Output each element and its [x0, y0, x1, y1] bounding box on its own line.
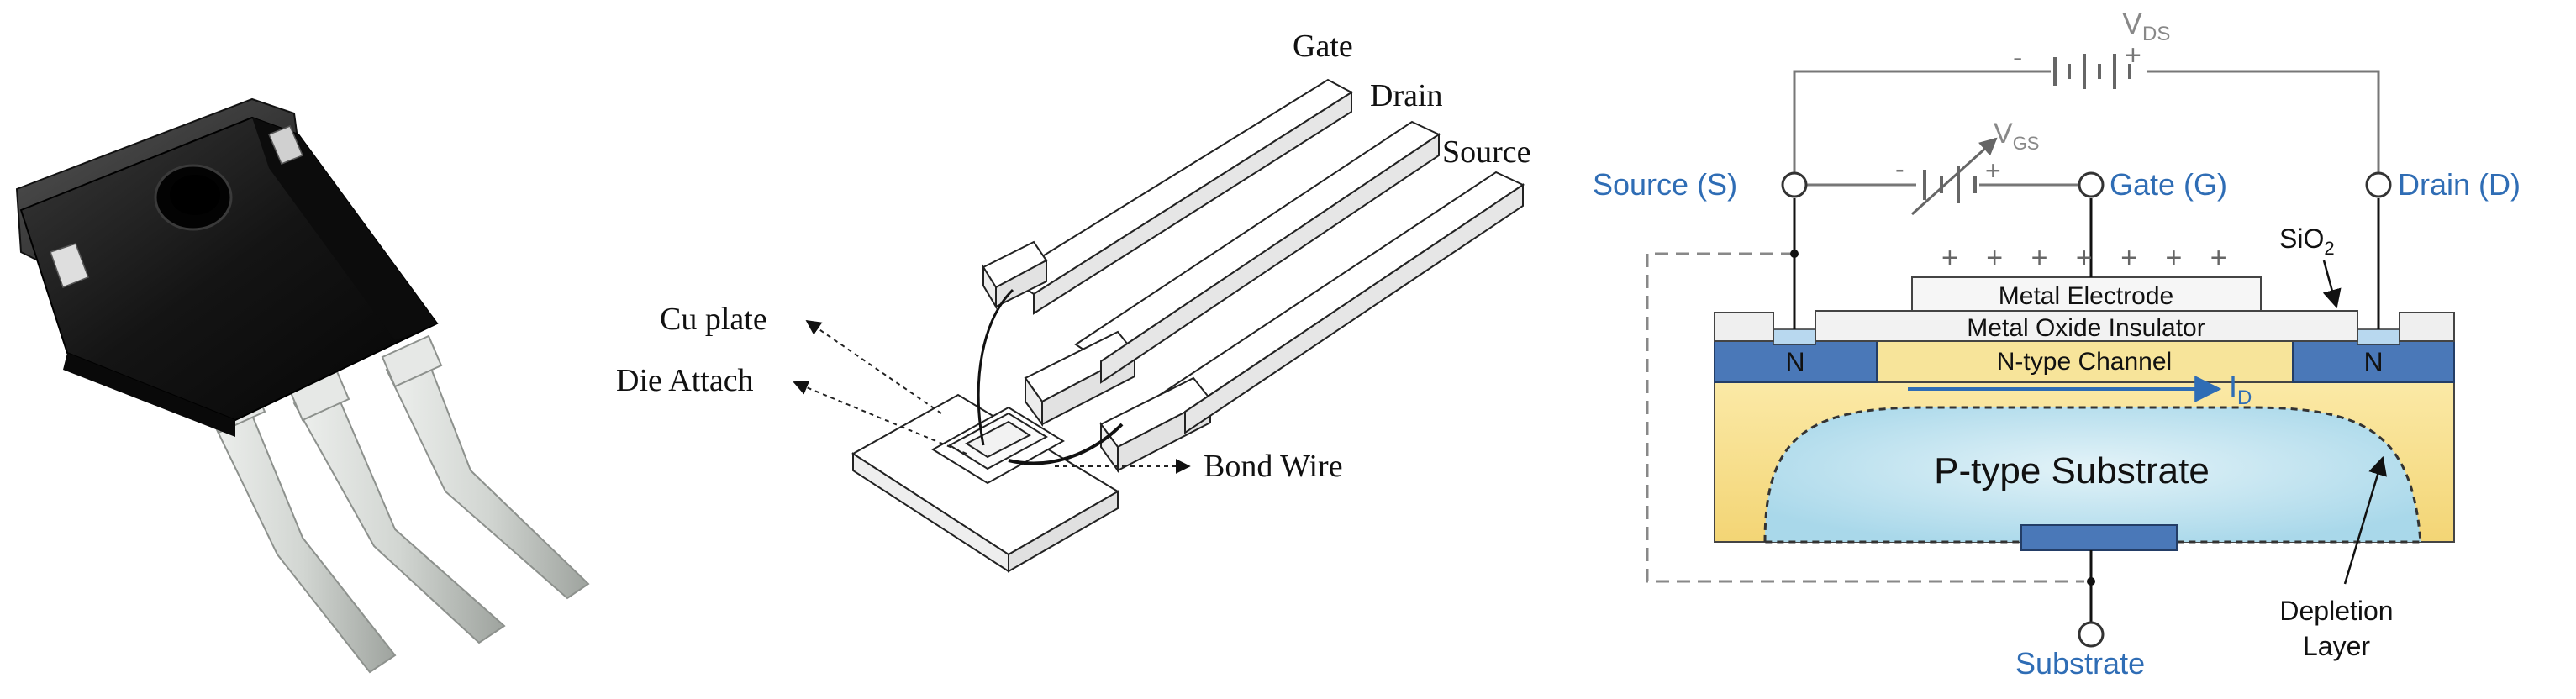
label-bond-wire: Bond Wire [1204, 449, 1343, 484]
source-terminal-icon [1781, 171, 1808, 198]
label-gate: Gate [1293, 29, 1353, 64]
n-region-drain [2292, 340, 2455, 383]
bond-wire-source [1008, 423, 1124, 465]
gate-terminal-label: Gate (G) [2110, 167, 2227, 202]
n-region-source [1714, 340, 1878, 383]
to247-package-photo [15, 97, 590, 674]
vds-battery-icon [2053, 54, 2131, 89]
substrate-dashed-connection [1646, 252, 2084, 583]
vds-circuit [1793, 70, 2380, 172]
package-leader-lines [793, 319, 1191, 474]
terminal-wires [1793, 198, 2380, 623]
mosfet-cross-section: - + VDS - + VGS [1593, 6, 2521, 681]
gate-terminal-icon [2078, 171, 2105, 198]
vgs-variable-battery-icon [1910, 137, 1998, 216]
label-drain: Drain [1370, 78, 1443, 113]
vgs-label: VGS [1994, 118, 2039, 154]
depletion-label-line2: Layer [2303, 631, 2370, 661]
sio2-label: SiO2 [2279, 223, 2335, 259]
metal-electrode [1911, 276, 2262, 312]
gate-lead [1007, 78, 1353, 296]
vgs-minus: - [1895, 154, 1904, 184]
n-source-label: N [1785, 347, 1804, 377]
gate-positive-charges: + + + + + + + [1941, 242, 2237, 274]
bond-wire-gate [977, 288, 1014, 446]
substrate-terminal-label: Substrate [2015, 646, 2145, 681]
label-source: Source [1442, 134, 1531, 170]
source-terminal-label: Source (S) [1593, 167, 1737, 202]
vgs-plus: + [1985, 155, 2001, 186]
label-cu-plate: Cu plate [660, 302, 767, 337]
n-type-channel-label: N-type Channel [1997, 348, 2172, 376]
vds-plus: + [2125, 39, 2141, 71]
vds-label: VDS [2122, 6, 2170, 45]
substrate-contact [2020, 524, 2178, 551]
depletion-layer-region [1763, 406, 2422, 544]
metal-oxide-insulator [1815, 310, 2358, 342]
n-drain-label: N [2363, 347, 2383, 377]
vds-minus: - [2013, 42, 2022, 74]
substrate-terminal-icon [2078, 621, 2105, 648]
label-die-attach: Die Attach [616, 363, 754, 398]
depletion-label-line1: Depletion [2279, 596, 2393, 626]
drain-current-label: ID [2229, 370, 2252, 409]
metal-oxide-insulator-label: Metal Oxide Insulator [1967, 314, 2205, 342]
drain-terminal-icon [2365, 171, 2392, 198]
drain-terminal-label: Drain (D) [2398, 167, 2521, 202]
p-type-substrate-label: P-type Substrate [1934, 450, 2210, 491]
metal-electrode-label: Metal Electrode [1999, 282, 2173, 310]
package-structure-drawing [851, 78, 1525, 573]
